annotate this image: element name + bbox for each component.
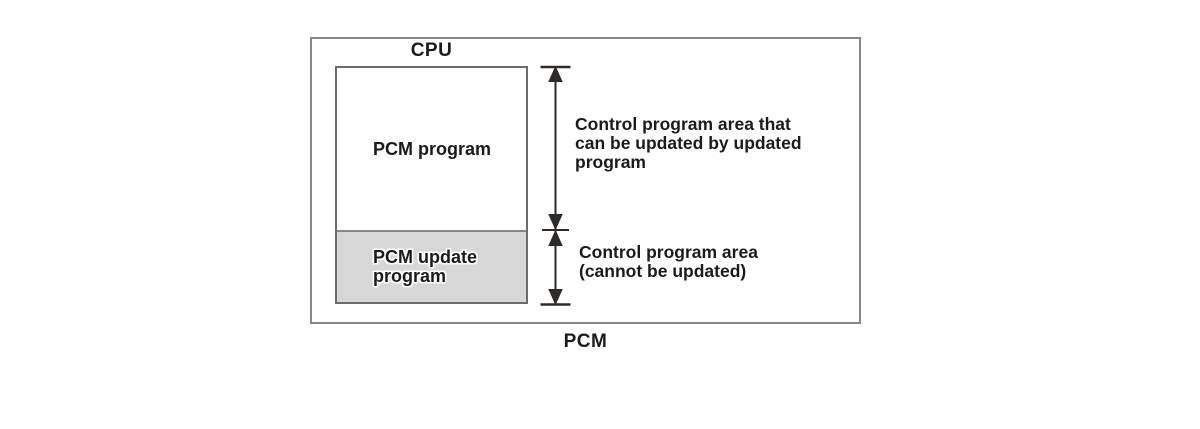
- arrowhead-up-icon: [548, 229, 563, 246]
- updatable-range-arrow-icon: [540, 65, 571, 231]
- non-updatable-range-arrow-icon: [540, 229, 571, 306]
- pcm-program-area: PCM program: [337, 68, 526, 230]
- cpu-memory-box: PCM program PCM update program: [335, 66, 528, 304]
- cpu-label: CPU: [410, 40, 453, 61]
- non-updatable-area-annotation: Control program area (cannot be updated): [579, 242, 758, 281]
- arrowhead-down-icon: [548, 214, 563, 231]
- pcm-update-program-label: PCM update program: [373, 246, 478, 286]
- updatable-area-annotation: Control program area that can be updated…: [575, 114, 802, 172]
- dimension-arrows: [540, 65, 571, 306]
- pcm-program-label: PCM program: [373, 139, 492, 159]
- pcm-label: PCM: [563, 331, 608, 352]
- pcm-update-program-area: PCM update program: [337, 230, 526, 302]
- arrowhead-up-icon: [548, 65, 563, 82]
- arrowhead-down-icon: [548, 289, 563, 306]
